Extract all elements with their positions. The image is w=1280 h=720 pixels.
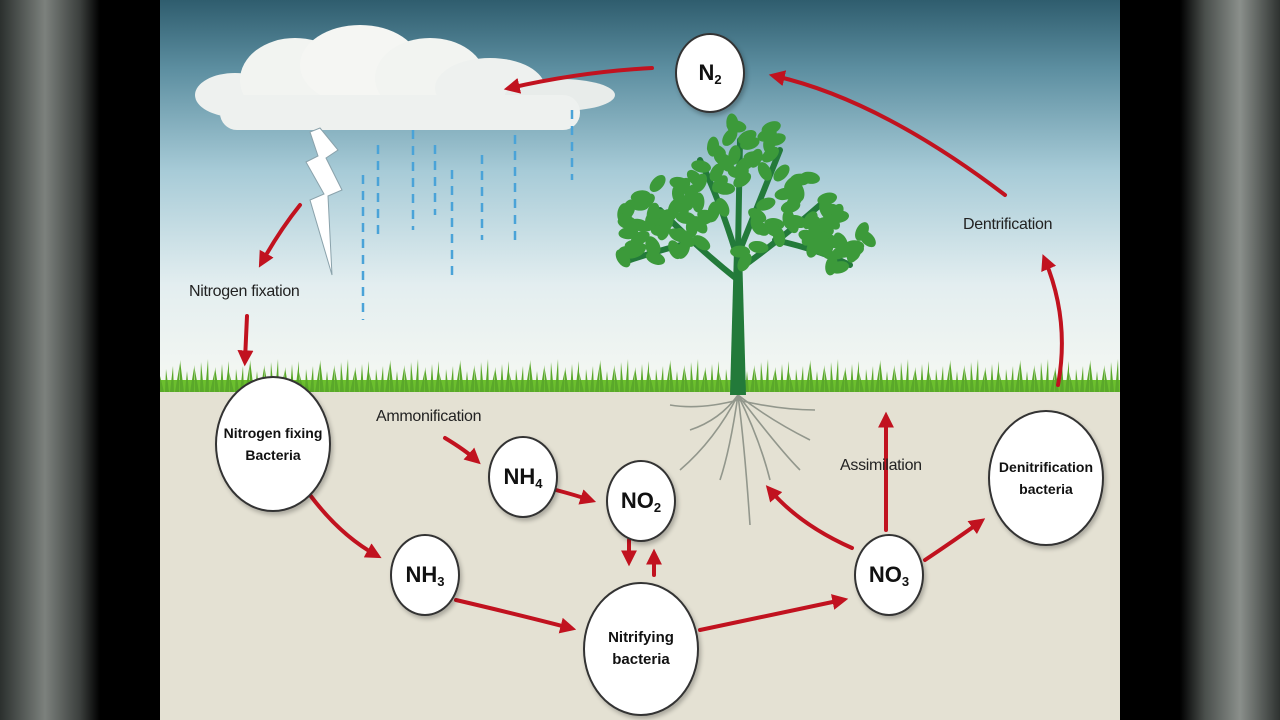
leaf-shape (682, 190, 696, 211)
leaf-shape (618, 227, 639, 240)
leaf-shape (782, 209, 795, 229)
leaf-shape (617, 216, 638, 230)
letterbox-left (100, 0, 160, 720)
arrow-n2-to-cloud (503, 66, 654, 94)
node-nitrogen-fixing-bacteria: Nitrogen fixing Bacteria (215, 376, 331, 512)
leaf-shape (726, 113, 739, 134)
leaf-shape (773, 164, 790, 182)
leaf-shape (668, 240, 682, 260)
leaf-shape (671, 184, 685, 205)
no3-formula: NO3 (868, 561, 910, 589)
leaf-shape (622, 199, 636, 219)
label-assimilation: Assimilation (840, 457, 922, 474)
arrow-denitrification-up (1041, 254, 1064, 387)
arrow-bacteria-to-nh3 (308, 493, 382, 559)
nh3-formula: NH3 (405, 561, 445, 589)
leaf-shape (712, 175, 728, 193)
leaf-shape (630, 190, 651, 203)
node-nh3: NH3 (390, 534, 460, 616)
leaf-shape (751, 219, 769, 236)
leaf-shape (645, 236, 658, 257)
leaf-shape (748, 240, 769, 254)
leaf-shape (691, 160, 711, 173)
label-nitrogen-fixation: Nitrogen fixation (189, 283, 300, 300)
nitrogen-cycle-diagram: N2 Nitrogen fixing Bacteria NH3 NH4 NO2 … (160, 0, 1120, 720)
node-denitrification-bacteria: Denitrification bacteria (988, 410, 1104, 546)
leaf-shape (740, 136, 760, 150)
leaf-shape (855, 222, 869, 241)
rain-icon (361, 110, 574, 320)
leaf-shape (737, 252, 752, 272)
arrow-dentrification-to-n2 (768, 70, 1007, 197)
leaf-shape (829, 261, 850, 274)
leaf-shape (728, 145, 741, 165)
leaf-shape (766, 133, 786, 146)
cycle-arrows (237, 66, 1064, 634)
arrow-nh4-to-no2 (554, 488, 597, 505)
leaf-shape (736, 161, 749, 182)
leaf-shape (685, 217, 698, 238)
leaf-shape (649, 174, 666, 193)
leaf-shape (846, 243, 860, 263)
leaf-shape (757, 162, 772, 181)
node-no2: NO2 (606, 460, 676, 542)
node-nitrifying-bacteria: Nitrifying bacteria (583, 582, 699, 716)
lightning-icon (305, 127, 343, 276)
leaf-shape (761, 121, 781, 135)
tree-icon (615, 113, 876, 526)
leaf-shape (697, 209, 717, 223)
arrow-no3-to-tree (765, 485, 854, 550)
video-side-blur-right (1180, 0, 1280, 720)
diagram-graphics (160, 25, 1120, 634)
arrow-ammonification-to-nh4 (443, 436, 481, 465)
grass-icon (160, 359, 1120, 392)
leaf-shape (756, 197, 776, 211)
n2-formula: N2 (698, 59, 722, 87)
arrow-fixation-to-bacteria (237, 314, 254, 367)
leaf-shape (823, 213, 840, 230)
letterbox-right (1120, 0, 1180, 720)
leaf-shape (624, 240, 645, 253)
cloud-icon (195, 25, 615, 130)
node-nh4: NH4 (488, 436, 558, 518)
node-no3: NO3 (854, 534, 924, 616)
leaf-shape (790, 173, 811, 186)
leaf-shape (748, 148, 763, 168)
leaf-shape (657, 220, 671, 241)
leaf-shape (812, 231, 829, 250)
arrow-nh3-to-nitrifying (454, 598, 577, 634)
leaf-shape (693, 173, 708, 193)
arrow-nitrifying-to-no3 (698, 594, 849, 632)
leaf-shape (692, 235, 711, 251)
nh4-formula: NH4 (503, 463, 543, 491)
arrow-lightning-to-fixation (258, 203, 302, 268)
leaf-shape (715, 197, 730, 217)
arrow-no3-to-denitrification (923, 518, 986, 562)
video-side-blur-left (0, 0, 100, 720)
leaf-shape (615, 249, 631, 268)
leaf-shape (717, 155, 735, 172)
leaf-shape (706, 144, 726, 158)
leaf-shape (692, 192, 705, 213)
leaf-shape (645, 208, 662, 225)
leaf-shape (761, 146, 779, 163)
label-ammonification: Ammonification (376, 408, 482, 425)
no2-formula: NO2 (620, 487, 662, 515)
node-n2: N2 (675, 33, 745, 113)
label-dentrification: Dentrification (963, 216, 1053, 233)
